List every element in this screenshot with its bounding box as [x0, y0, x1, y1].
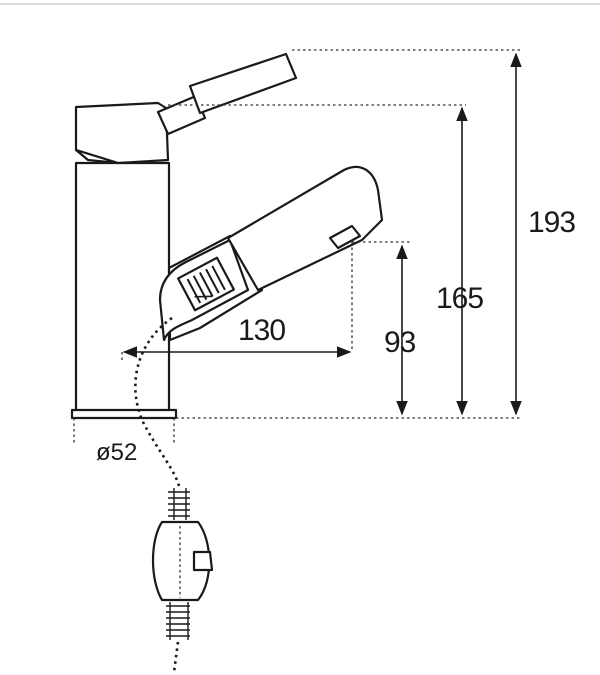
cap-lower-edge: [74, 148, 120, 165]
label-base-diameter: ø52: [96, 439, 137, 466]
hose-coil-upper: [168, 491, 190, 517]
dimension-arrows: [122, 52, 522, 416]
spout-nozzle: [226, 165, 384, 292]
spray-button: [328, 224, 362, 250]
hose-weight: [151, 520, 211, 602]
spout-head: [158, 165, 384, 342]
faucet-column: [74, 161, 171, 415]
faucet-base: [70, 408, 178, 420]
pull-out-hose: [134, 316, 214, 673]
hose-lower: [172, 641, 180, 673]
label-total-height: 193: [528, 206, 575, 239]
label-body-height: 165: [436, 282, 483, 315]
hose-coil-lower: [166, 605, 190, 637]
faucet-body: [70, 101, 178, 420]
label-spout-height: 93: [384, 326, 416, 359]
handle-lever: [156, 52, 298, 136]
label-spout-reach: 130: [238, 314, 285, 347]
lever-grip: [188, 52, 298, 115]
vent-grille: [177, 256, 235, 312]
extension-lines: [73, 49, 520, 444]
hose-clip: [192, 550, 214, 572]
lever-stem: [156, 94, 207, 136]
